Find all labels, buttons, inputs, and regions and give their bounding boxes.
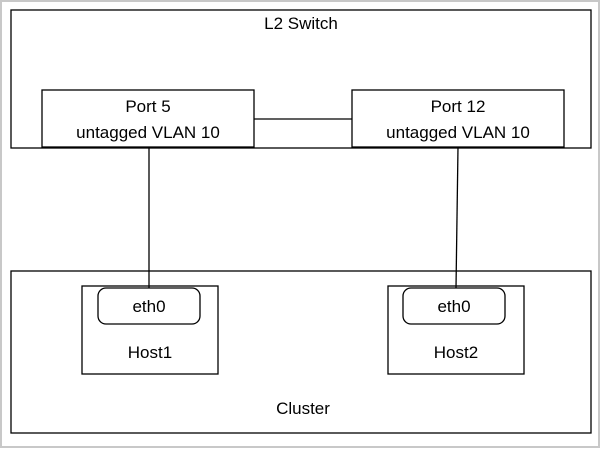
switch-title: L2 Switch [264, 14, 338, 33]
host1-name: Host1 [128, 343, 172, 362]
port-12-name: Port 12 [431, 97, 486, 116]
port-5-name: Port 5 [125, 97, 170, 116]
port-12-box [351, 89, 565, 148]
host2-eth0-interface [402, 287, 506, 325]
host1-eth0-label: eth0 [132, 297, 165, 316]
port-5-box [41, 89, 255, 148]
port-12-mode: untagged VLAN 10 [386, 123, 530, 142]
host2-name: Host2 [434, 343, 478, 362]
port-5-mode: untagged VLAN 10 [76, 123, 220, 142]
host2-eth0-label: eth0 [437, 297, 470, 316]
cluster-title: Cluster [276, 399, 330, 418]
cable-port12-host2 [455, 146, 459, 289]
